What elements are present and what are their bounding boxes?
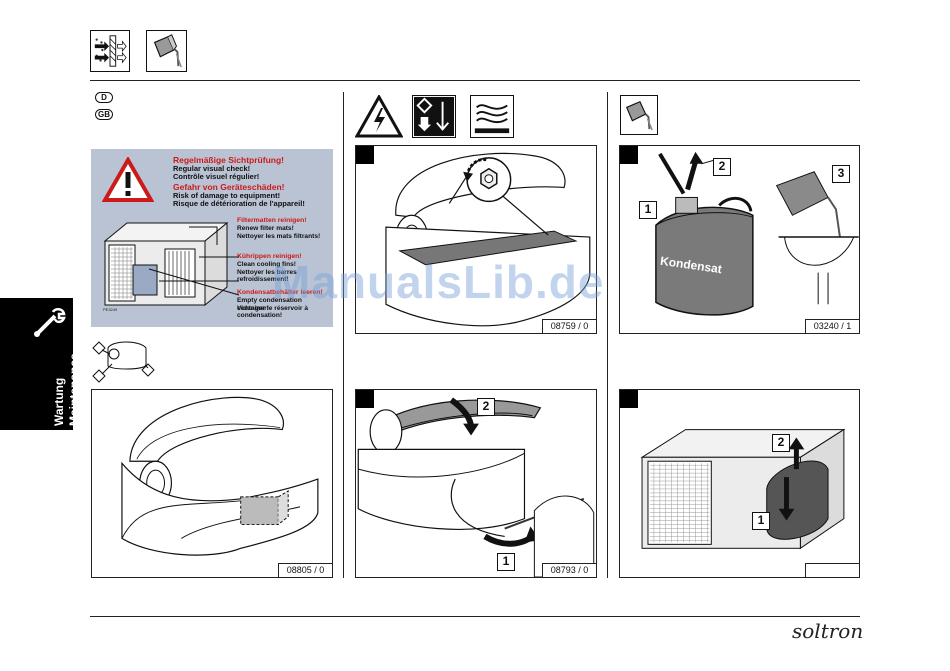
step-marker: [356, 146, 374, 164]
column-divider-1: [343, 92, 344, 578]
pour-container-icon-small: [620, 95, 658, 135]
step-number-1: 1: [639, 201, 657, 219]
pour-container-icon: [146, 30, 187, 72]
label-line: Contrôle visuel régulier!: [173, 172, 260, 181]
side-tab-labels: Wartung Maintenance: [52, 353, 82, 426]
panel-filter-mat: 1 2: [619, 389, 860, 578]
label-line: Risque de détérioration de l'appareil!: [173, 199, 305, 208]
device-illustration: [103, 221, 240, 307]
label-title-inspection: Regelmäßige Sichtprüfung!: [173, 155, 284, 165]
panel-solarium-location: 08805 / 0: [91, 389, 333, 578]
label-line: Regular visual check!: [173, 164, 251, 173]
figure-ref: 08759 / 0: [542, 319, 596, 333]
power-disconnect-icon: [412, 95, 456, 138]
side-tab-label-en: Maintenance: [67, 353, 81, 426]
label-item-line: Renew filter mats!: [237, 225, 294, 232]
figure-ref: 03240 / 1: [805, 319, 859, 333]
label-item-line: condensation!: [237, 312, 283, 319]
figure-ref: [805, 563, 859, 577]
label-item-line: Empty condensation container!: [237, 297, 302, 312]
figure-ref: 08793 / 0: [542, 563, 596, 577]
footer-divider: [90, 616, 860, 617]
step-marker: [356, 390, 374, 408]
step-marker: [620, 390, 638, 408]
language-badge-gb: GB: [95, 109, 113, 120]
wrench-icon: [34, 308, 66, 337]
side-tab-maintenance: Wartung Maintenance: [0, 298, 81, 430]
device-id-text: PE3249: [103, 307, 118, 312]
label-item-line: Nettoyer les mats filtrants!: [237, 233, 321, 240]
electric-hazard-icon: [354, 93, 404, 138]
filter-airflow-icon: [90, 30, 130, 72]
step-number-2: 2: [772, 434, 790, 452]
label-item-condensate-title: Kondensatbehälter leeren!: [237, 289, 323, 296]
label-item-line: Vidanger le réservoir à: [237, 305, 308, 312]
label-item-filter-title: Filtermatten reinigen!: [237, 217, 307, 224]
header-divider: [90, 80, 860, 81]
label-item-fins-title: Kührippen reinigen!: [237, 253, 302, 260]
column-divider-2: [607, 92, 608, 578]
step-number-1: 1: [752, 512, 770, 530]
panel-empty-condensate: Kondensat 1 2 3 03240 / 1: [619, 145, 860, 334]
step-number-1: 1: [497, 553, 515, 571]
step-number-3: 3: [832, 165, 850, 183]
step-number-2: 2: [477, 398, 495, 416]
solarium-location-icon: [90, 338, 158, 384]
watermark: ManualsLib.de: [272, 256, 605, 308]
step-number-2: 2: [713, 158, 731, 176]
warning-label-panel: Regelmäßige Sichtprüfung! Regular visual…: [91, 149, 333, 327]
panel-lift-acrylic: 1 2 08793 / 0: [355, 389, 597, 578]
panel-acrylic-panel-screws: 08759 / 0: [355, 145, 597, 334]
label-item-line: Clean cooling fins!: [237, 261, 296, 268]
label-item-line: Nettoyer les barres: [237, 269, 297, 276]
label-title-damage: Gefahr von Geräteschäden!: [173, 182, 285, 192]
language-badge-d: D: [95, 92, 113, 103]
label-item-line: refroidissement!: [237, 276, 289, 283]
warning-triangle-icon: [102, 157, 154, 202]
label-line: Risk of damage to equipment!: [173, 191, 281, 200]
brand-logo: soltron: [792, 619, 864, 643]
side-tab-label-de: Wartung: [52, 377, 66, 426]
cooldown-heat-icon: [470, 95, 514, 138]
figure-ref: 08805 / 0: [278, 563, 332, 577]
step-marker: [620, 146, 638, 164]
